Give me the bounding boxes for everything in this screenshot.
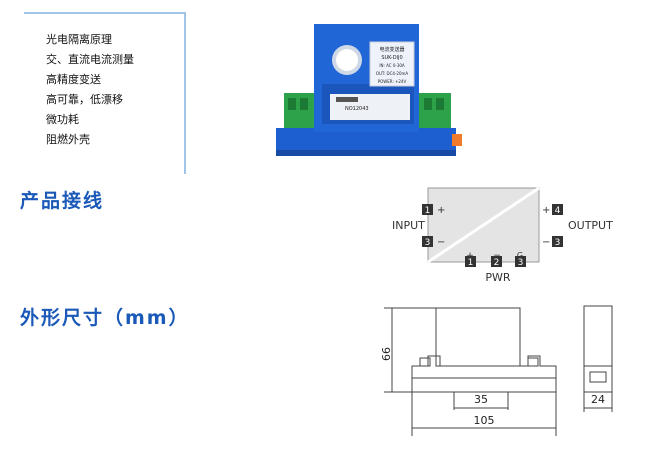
front-view-body xyxy=(435,307,521,367)
output-label: OUTPUT xyxy=(568,219,613,232)
svg-text:3: 3 xyxy=(555,238,561,248)
label-line: IN: AC 0-30A xyxy=(379,63,405,68)
pwr-terminal-3 xyxy=(515,256,526,267)
terminal-out-plus xyxy=(552,204,563,215)
feature-item: 微功耗 xyxy=(46,113,79,126)
terminal-out-minus xyxy=(552,236,563,247)
terminal-in-plus xyxy=(422,204,433,215)
label-line: SUK-DIJ0 xyxy=(381,55,402,61)
svg-text:3: 3 xyxy=(425,238,431,248)
height-value: 66 xyxy=(380,347,393,361)
label-line: OUT: DC4-20mA xyxy=(376,71,409,76)
wiring-heading: 产品接线 xyxy=(20,190,105,212)
feature-item: 高可靠，低漂移 xyxy=(46,93,123,106)
label-line: 电流变送器 xyxy=(379,46,404,53)
sign-minus: − xyxy=(542,237,550,248)
sign-plus: + xyxy=(542,205,550,216)
feature-frame xyxy=(24,12,186,174)
feature-item: 高精度变送 xyxy=(46,73,101,86)
label-line: POWER: +24V xyxy=(378,79,407,84)
dimensions-heading: 外形尺寸（mm） xyxy=(20,307,190,329)
serial-number: NO12043 xyxy=(345,106,369,112)
svg-text:1: 1 xyxy=(425,206,431,216)
feature-item: 阻燃外壳 xyxy=(46,133,90,146)
pwr-terminal-1 xyxy=(465,256,476,267)
svg-text:4: 4 xyxy=(555,206,561,216)
input-label: INPUT xyxy=(392,219,425,232)
feature-list: 光电隔离原理 交、直流电流测量 高精度变送 高可靠，低漂移 微功耗 阻燃外壳 xyxy=(46,30,134,150)
spec-label xyxy=(369,41,415,87)
terminal-in-minus xyxy=(422,236,433,247)
pwr-terminal-2 xyxy=(491,256,502,267)
front-view-base xyxy=(411,355,557,393)
svg-text:2: 2 xyxy=(494,258,500,268)
side-view-base xyxy=(583,365,613,393)
width-value: 105 xyxy=(474,414,495,427)
sign-minus: − xyxy=(437,237,445,248)
feature-item: 交、直流电流测量 xyxy=(46,53,134,66)
diagonal-line xyxy=(427,186,540,264)
inner-value: 35 xyxy=(474,393,488,406)
svg-text:3: 3 xyxy=(518,258,524,268)
barcode xyxy=(336,97,358,102)
svg-text:G: G xyxy=(517,251,523,260)
side-view-body xyxy=(583,305,613,367)
sign-plus: + xyxy=(437,205,445,216)
svg-text:1: 1 xyxy=(468,258,474,268)
feature-item: 光电隔离原理 xyxy=(46,33,112,46)
din-clip xyxy=(452,134,462,146)
depth-value: 24 xyxy=(591,393,605,406)
pwr-label: PWR xyxy=(485,271,511,284)
